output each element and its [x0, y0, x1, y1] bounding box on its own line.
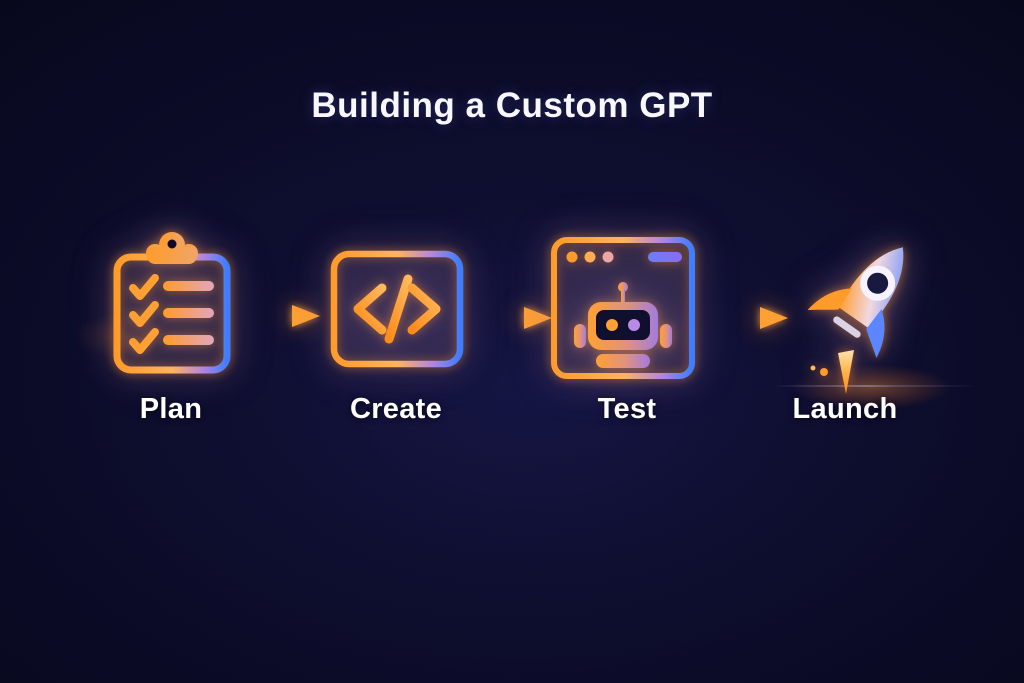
- rocket-icon: [807, 247, 904, 394]
- robot-browser-icon: [551, 237, 695, 379]
- page-title: Building a Custom GPT: [311, 86, 713, 125]
- clipboard-checklist-icon: [113, 232, 231, 374]
- flow-arrow-icon: [467, 307, 552, 329]
- step-label-test: Test: [597, 393, 657, 425]
- flow-arrow-icon: [235, 305, 320, 327]
- step-label-launch: Launch: [792, 393, 898, 425]
- step-label-plan: Plan: [139, 393, 203, 425]
- code-icon: [330, 250, 464, 368]
- step-label-create: Create: [349, 393, 443, 425]
- flow-arrow-icon: [703, 307, 788, 329]
